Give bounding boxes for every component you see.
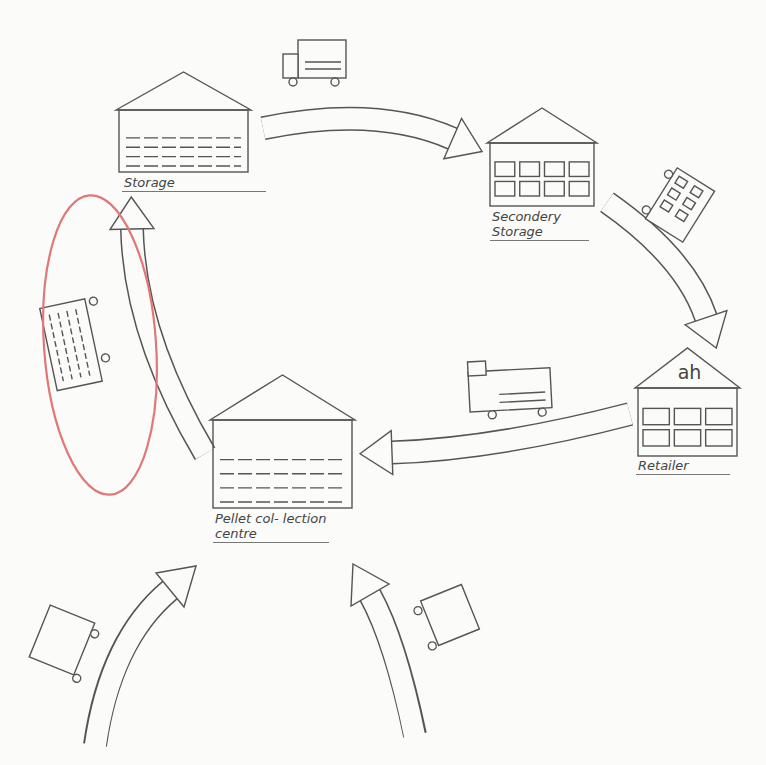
window xyxy=(569,162,589,177)
wheel xyxy=(289,78,297,86)
roof xyxy=(487,108,597,143)
building-lines xyxy=(487,108,597,206)
arrow-head xyxy=(685,311,727,348)
building-node: Storage xyxy=(108,72,263,197)
pallet-truck xyxy=(40,296,114,390)
arrow-head xyxy=(110,197,154,230)
highlight-circle xyxy=(34,191,167,498)
truck-body xyxy=(298,40,346,78)
window xyxy=(545,181,565,196)
window xyxy=(545,162,565,177)
crate xyxy=(683,198,696,210)
hatch xyxy=(220,487,345,488)
wall xyxy=(213,420,352,508)
crate xyxy=(660,200,673,212)
hatch xyxy=(499,392,545,394)
truck xyxy=(283,40,346,86)
truck-body xyxy=(29,605,94,675)
wheel xyxy=(538,408,546,416)
truck xyxy=(27,605,102,683)
building-node: Secondery Storage xyxy=(482,108,607,253)
roof xyxy=(116,72,251,110)
wall xyxy=(490,143,594,206)
wheel xyxy=(427,641,437,651)
hatch xyxy=(220,473,345,474)
window xyxy=(520,181,540,196)
wheel xyxy=(641,204,652,215)
truck xyxy=(411,585,480,652)
wall xyxy=(119,110,248,172)
pallet-stack xyxy=(40,299,102,391)
node-label: Retailer xyxy=(636,458,730,475)
window xyxy=(495,162,515,177)
wheel xyxy=(413,605,423,615)
window xyxy=(520,162,540,177)
flow-arrow xyxy=(360,414,630,475)
hatch xyxy=(305,61,341,62)
truck-cab xyxy=(467,361,486,376)
wheel xyxy=(72,673,82,683)
window xyxy=(569,181,589,196)
node-label: Secondery Storage xyxy=(490,209,589,241)
hatch xyxy=(126,156,241,157)
crate xyxy=(675,209,688,221)
arrow-band xyxy=(392,414,630,453)
node-label: Pellet col- lection centre xyxy=(213,511,329,543)
truck xyxy=(467,358,552,420)
building-lines xyxy=(635,348,740,456)
pallet-stack xyxy=(645,168,714,242)
arrow-head xyxy=(360,431,393,475)
wheel xyxy=(663,169,674,180)
crate xyxy=(667,188,680,200)
roof xyxy=(210,375,355,420)
flow-arrow xyxy=(263,118,482,158)
roof xyxy=(635,348,740,388)
node-label: Storage xyxy=(122,175,266,192)
flow-arrow xyxy=(110,197,205,454)
arrow-band xyxy=(392,414,630,453)
wheel xyxy=(488,411,496,419)
hatch xyxy=(76,309,90,376)
arrow-band xyxy=(263,119,453,139)
hatch xyxy=(126,137,241,138)
window xyxy=(706,408,732,424)
hatch xyxy=(500,400,546,402)
hatch xyxy=(126,147,241,148)
crate xyxy=(690,186,703,198)
wall xyxy=(638,388,737,456)
window xyxy=(495,181,515,196)
hatch xyxy=(220,459,345,460)
building-node: Pellet col- lection centre xyxy=(205,375,360,550)
hatch xyxy=(220,501,345,502)
truck-body xyxy=(421,585,480,646)
sketch-art xyxy=(27,40,715,748)
shop-sign: ah xyxy=(655,362,724,383)
hatch xyxy=(126,165,241,166)
arrow-head xyxy=(444,118,482,158)
arrow-head xyxy=(351,564,389,606)
incoming-arrow xyxy=(370,595,415,738)
crate xyxy=(675,176,688,188)
arrow-band xyxy=(263,119,453,139)
building-node: ahRetailer xyxy=(630,348,745,480)
window xyxy=(643,430,669,446)
building-lines xyxy=(116,72,251,172)
pallet-truck xyxy=(639,164,715,242)
wheel xyxy=(101,353,110,362)
wheel xyxy=(89,629,99,639)
window xyxy=(674,430,700,446)
arrow-head xyxy=(156,566,196,607)
wheel xyxy=(331,78,339,86)
truck-cab xyxy=(283,54,298,78)
window xyxy=(643,408,669,424)
window xyxy=(674,408,700,424)
incoming-arrow xyxy=(95,590,170,748)
building-lines xyxy=(210,375,355,508)
window xyxy=(706,430,732,446)
hatch xyxy=(305,68,341,69)
wheel xyxy=(89,296,98,305)
